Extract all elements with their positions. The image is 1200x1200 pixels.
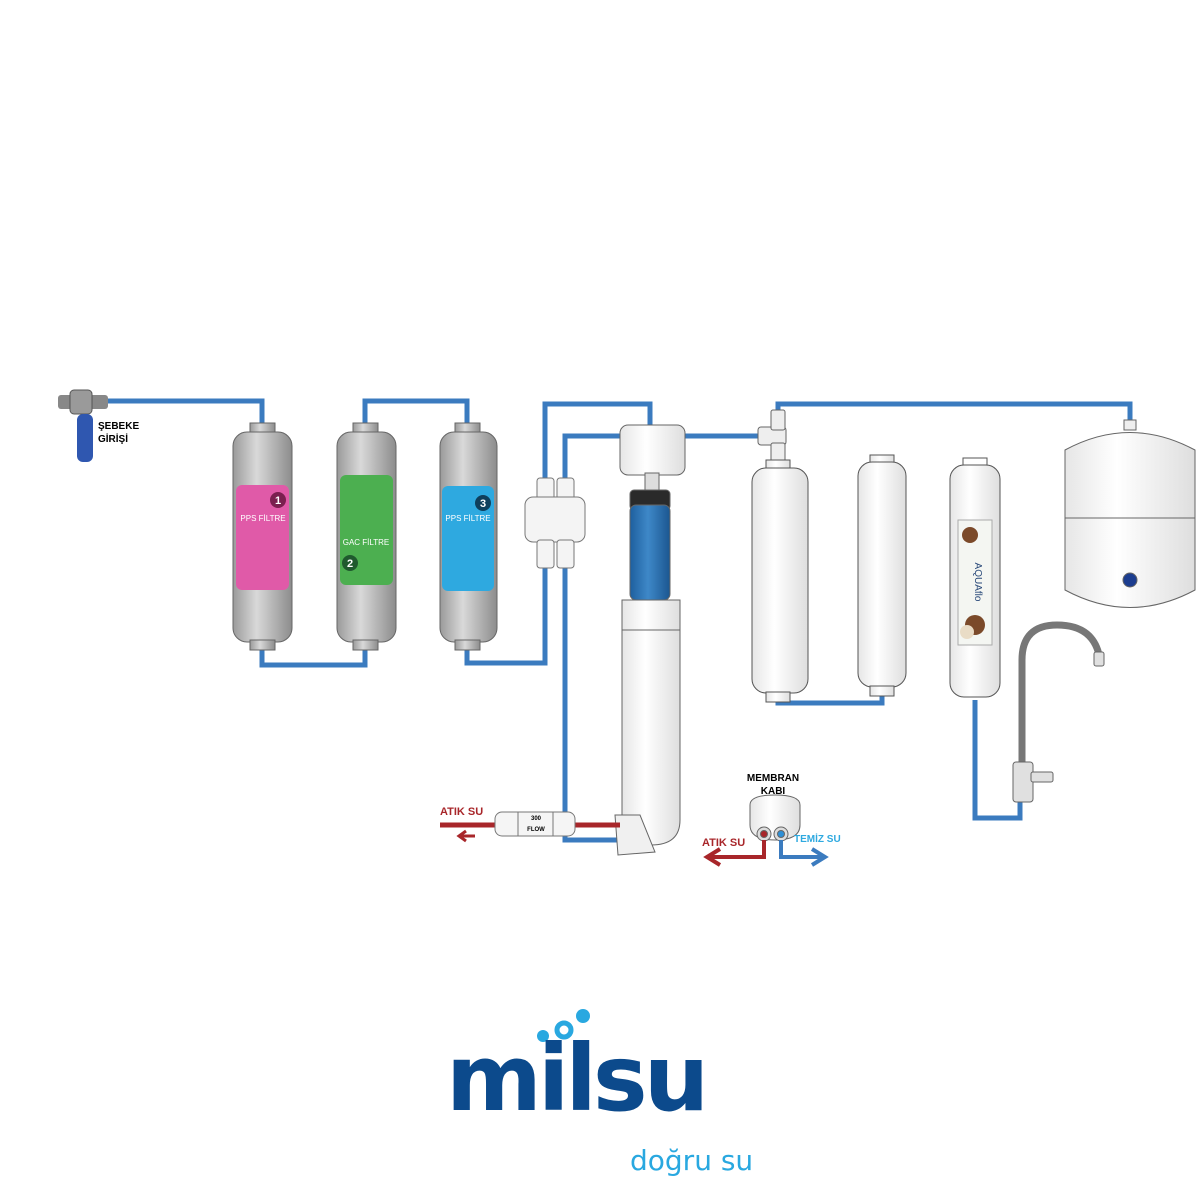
filter-1-number: 1 — [275, 495, 281, 507]
filter-1 — [232, 422, 293, 651]
waste-water-label-right: ATIK SU — [702, 837, 745, 849]
shutoff-valve — [524, 477, 586, 569]
waste-line — [440, 811, 620, 843]
clean-water-label: TEMİZ SU — [794, 832, 841, 845]
membrane-label-1: MEMBRAN — [747, 773, 799, 784]
logo-wordmark: milsu — [446, 1025, 705, 1132]
filter-1-label: PPS FİLTRE — [240, 514, 285, 523]
membrane-housing — [614, 424, 686, 856]
clean-water-arrow-icon — [779, 840, 829, 867]
tee-fitting — [757, 409, 787, 464]
faucet-base — [1012, 651, 1105, 803]
inlet-label-line1: ŞEBEKE — [98, 421, 139, 432]
milsu-logo: milsu doğru su — [446, 1009, 753, 1177]
post-filter-brand-label: AQUAflo — [972, 563, 983, 602]
inlet-label-line2: GİRİŞİ — [98, 432, 128, 445]
membrane-label-2: KABI — [761, 786, 786, 797]
post-filter-aquaflo — [949, 457, 1001, 698]
flow-restrictor-label-2: FLOW — [527, 827, 545, 833]
post-filter-b — [857, 454, 907, 697]
filter-3-number: 3 — [480, 498, 486, 510]
filter-2-label: GAC FİLTRE — [343, 538, 390, 547]
waste-water-label-left: ATIK SU — [440, 806, 483, 818]
flow-restrictor-label-1: 300 — [531, 816, 542, 822]
inlet-valve — [58, 389, 108, 462]
filter-3-label: PPS FİLTRE — [445, 514, 490, 523]
waste-arrow-icon — [703, 840, 766, 867]
storage-tank — [1064, 419, 1196, 608]
filter-3 — [439, 422, 498, 651]
membrane-housing-icon — [749, 794, 801, 842]
filter-2 — [336, 422, 397, 651]
logo-tagline: doğru su — [630, 1144, 753, 1177]
faucet — [1018, 621, 1104, 780]
filter-2-number: 2 — [347, 558, 353, 570]
water-pipes — [108, 398, 1133, 843]
post-filter-a — [751, 459, 809, 703]
